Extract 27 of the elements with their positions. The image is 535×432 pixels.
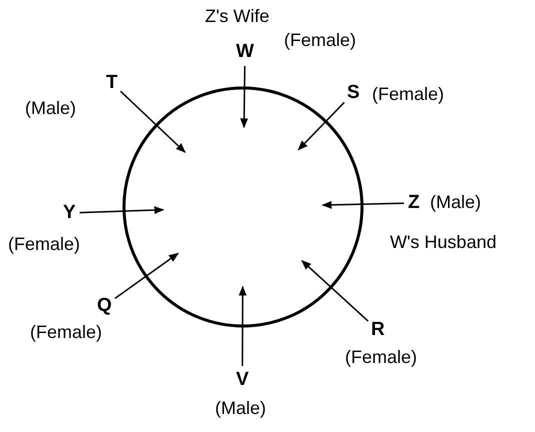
seating-circle: [122, 86, 364, 328]
person-note: (Female): [345, 347, 418, 367]
person-note: (Male): [215, 398, 266, 418]
arrow: [80, 206, 164, 214]
person-note: (Male): [25, 98, 76, 118]
person-note: W's Husband: [390, 232, 496, 252]
person-letter: Q: [97, 296, 112, 316]
person-letter: T: [106, 73, 118, 93]
person-note: Z's Wife: [205, 6, 270, 26]
arrow: [298, 102, 345, 150]
person-letter: Y: [63, 203, 76, 223]
arrow: [322, 200, 404, 209]
person-letter: Z: [408, 193, 420, 213]
person-note: (Female): [284, 30, 356, 50]
person-letter: W: [236, 42, 254, 62]
person-letter: V: [236, 370, 249, 390]
person-note: (Male): [430, 192, 482, 212]
person-note: (Female): [30, 322, 102, 342]
arrow: [114, 252, 179, 299]
arrow: [238, 286, 247, 366]
arrow: [120, 90, 186, 153]
person-note: (Female): [8, 234, 80, 254]
arrow: [301, 260, 369, 322]
person-letter: R: [371, 320, 385, 340]
person-letter: S: [347, 83, 360, 103]
person-note: (Female): [372, 84, 444, 104]
arrow: [240, 66, 248, 128]
